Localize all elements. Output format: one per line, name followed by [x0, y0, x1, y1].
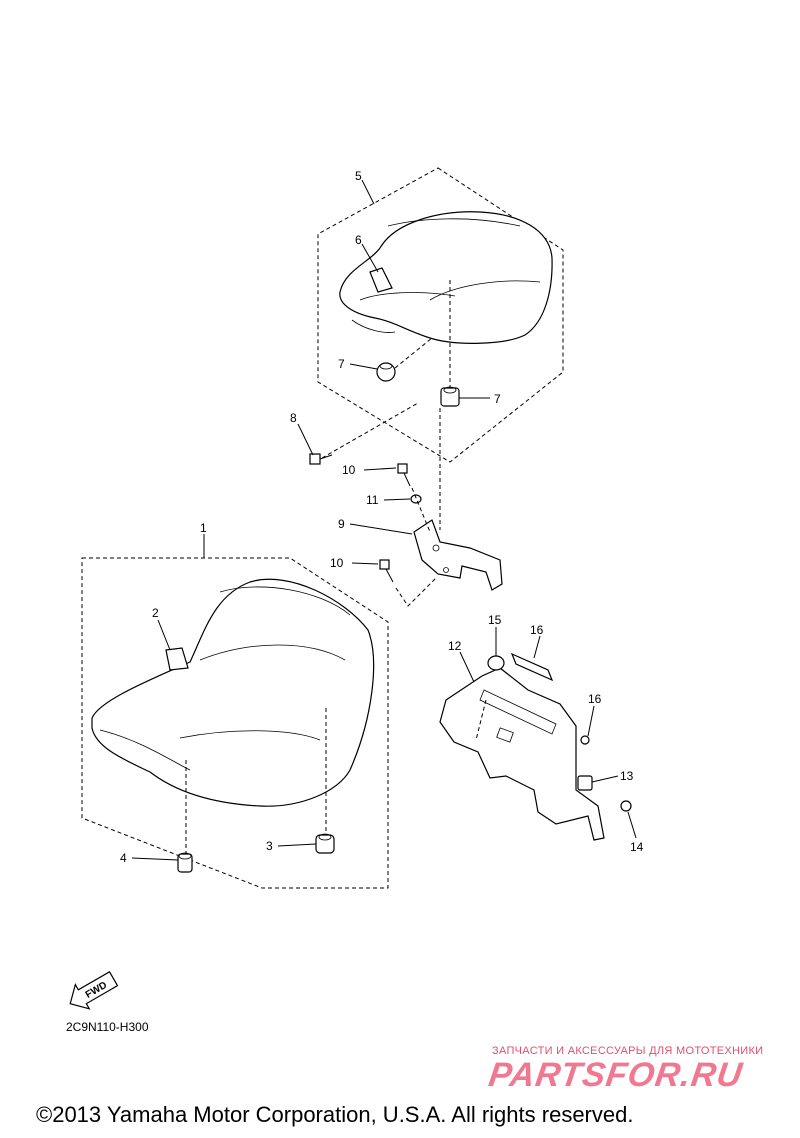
fwd-arrow-icon: FWD — [69, 970, 119, 1010]
callout-11: 11 — [366, 493, 379, 507]
callout-14: 15 — [488, 613, 502, 627]
leader-lines — [131, 179, 637, 861]
rear-seat-group-outline — [317, 167, 564, 463]
watermark-tagline: ЗАПЧАСТИ И АКСЕССУАРЫ ДЛЯ МОТОТЕХНИКИ — [492, 1045, 764, 1057]
side-cover-part — [439, 667, 605, 841]
callout-7-left: 7 — [338, 357, 345, 371]
callout-4: 4 — [120, 851, 127, 865]
callout-12: 12 — [448, 639, 462, 653]
copyright-notice: ©2013 Yamaha Motor Corporation, U.S.A. A… — [36, 1102, 634, 1127]
grommet-part-14 — [487, 655, 505, 671]
rear-seat-part — [339, 211, 553, 344]
screw-part-16-bottom — [620, 800, 632, 812]
bolt-part-10-top — [397, 463, 411, 487]
washer-part — [410, 494, 422, 504]
callout-5: 5 — [355, 169, 362, 183]
front-seat-part — [91, 578, 375, 807]
callout-2: 2 — [152, 606, 159, 620]
mount-line-10 — [411, 487, 431, 533]
callout-16-bottom: 14 — [630, 840, 644, 854]
front-seat-group-outline — [81, 557, 389, 889]
callout-15: 16 — [530, 623, 544, 637]
bushing-part-3 — [315, 833, 335, 854]
bushing-part-4 — [177, 852, 193, 873]
callout-1: 1 — [200, 521, 207, 535]
bolt-part-10-bottom — [379, 559, 394, 583]
diagram-code: 2C9N110-H300 — [66, 1020, 149, 1034]
callout-7-right: 7 — [494, 392, 501, 406]
seat-tag-part — [369, 267, 393, 293]
callout-3: 3 — [266, 839, 273, 853]
mount-line-7a — [394, 337, 433, 369]
callout-10-top: 10 — [342, 463, 356, 477]
callout-8: 8 — [290, 411, 297, 425]
bushing-part-left — [376, 362, 396, 382]
grommet-part-13 — [577, 775, 593, 791]
mount-line-10b — [395, 577, 437, 607]
callout-13: 13 — [620, 769, 634, 783]
front-seat-tag-part — [165, 647, 189, 671]
callout-9: 9 — [338, 517, 345, 531]
callout-10-bottom: 10 — [330, 556, 344, 570]
callout-6: 6 — [355, 233, 362, 247]
bolt-part-8 — [309, 453, 333, 465]
bracket-part — [413, 519, 503, 591]
bushing-part-right — [440, 386, 460, 407]
callout-16-top: 16 — [588, 692, 602, 706]
mount-line-8 — [321, 402, 419, 459]
screw-part-16-top — [580, 735, 590, 745]
watermark-logo: PARTSFOR.RU — [486, 1056, 746, 1094]
strip-part-15 — [510, 652, 554, 682]
